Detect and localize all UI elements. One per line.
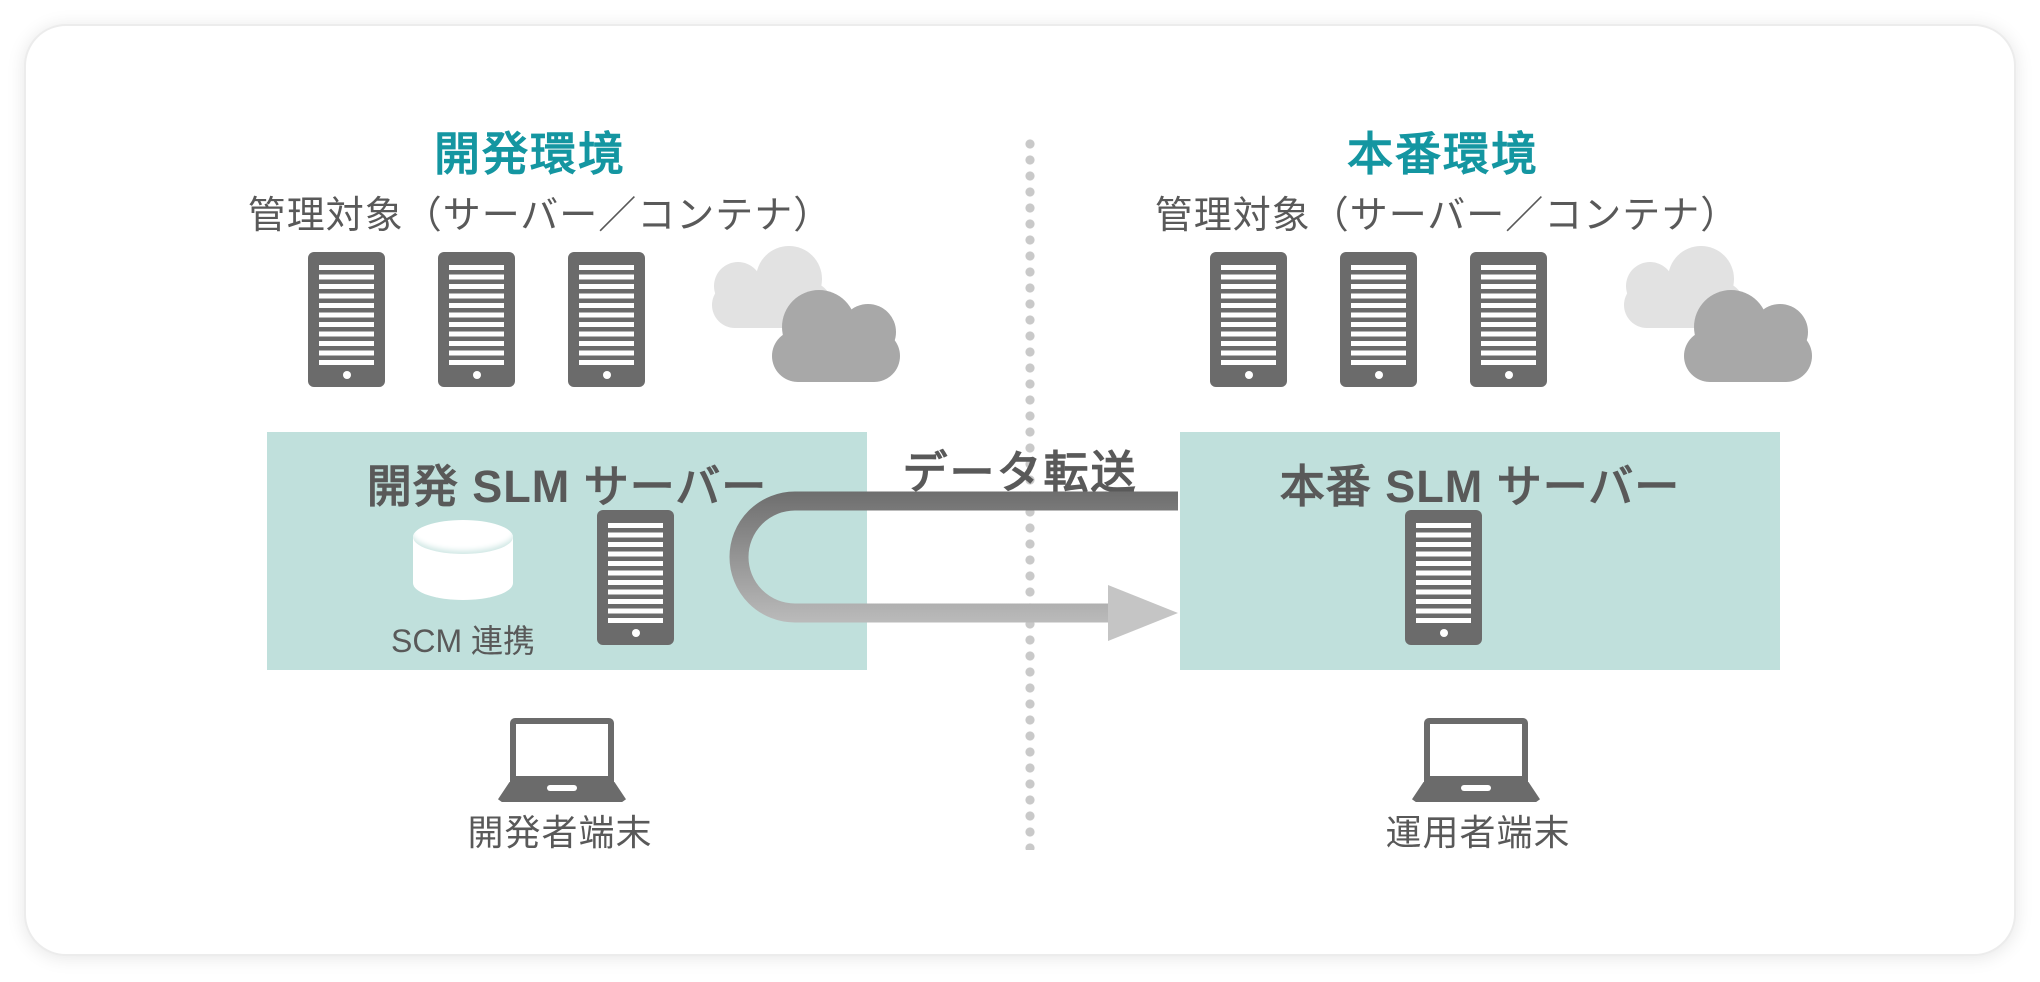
cloud-icon — [772, 290, 900, 382]
server-icon — [1470, 252, 1547, 387]
database-icon — [413, 520, 513, 600]
scm-integration-label: SCM 連携 — [390, 623, 535, 659]
dev-terminal-label: 開発者端末 — [467, 812, 653, 853]
dev-slm-server-box: 開発 SLM サーバー SCM 連携 — [267, 432, 867, 670]
server-icon — [438, 252, 515, 387]
prod-slm-server-box: 本番 SLM サーバー — [1180, 432, 1780, 670]
data-transfer-label: データ転送 — [902, 447, 1138, 498]
server-icon — [597, 510, 674, 645]
server-icon — [308, 252, 385, 387]
dev-environment-title: 開発環境 — [434, 128, 626, 180]
prod-environment-title: 本番環境 — [1347, 128, 1539, 180]
prod-managed-targets-label: 管理対象（サーバー／コンテナ） — [1154, 195, 1740, 237]
u-turn-arrow-icon — [729, 491, 1178, 641]
prod-slm-server-title: 本番 SLM サーバー — [1279, 461, 1681, 512]
laptop-icon — [498, 718, 626, 802]
dev-slm-server-title: 開発 SLM サーバー — [366, 461, 768, 512]
server-icon — [1340, 252, 1417, 387]
ops-terminal-label: 運用者端末 — [1385, 812, 1571, 853]
cloud-icon — [1684, 290, 1812, 382]
server-icon — [1405, 510, 1482, 645]
laptop-icon — [1412, 718, 1540, 802]
server-icon — [568, 252, 645, 387]
dev-managed-targets-label: 管理対象（サーバー／コンテナ） — [247, 195, 833, 237]
server-icon — [1210, 252, 1287, 387]
